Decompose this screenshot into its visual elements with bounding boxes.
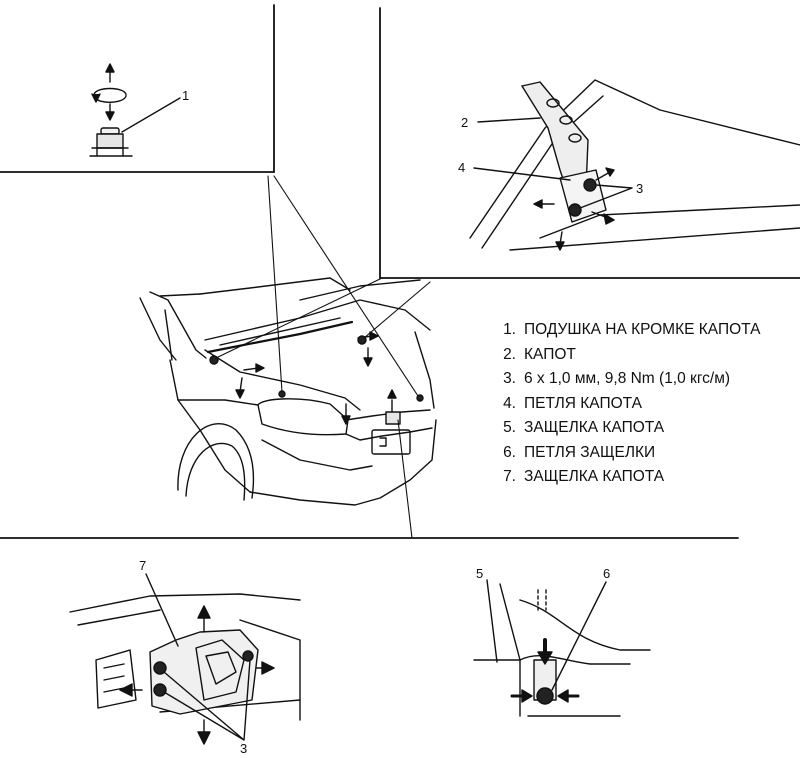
detail-box-cushion	[0, 4, 275, 173]
detail-latch	[69, 573, 301, 745]
callout-6: 6	[603, 566, 610, 581]
callout-5: 5	[476, 566, 483, 581]
callout-2: 2	[461, 115, 468, 130]
legend-text: ПОДУШКА НА КРОМКЕ КАПОТА	[524, 321, 761, 338]
legend-item: 6. ПЕТЛЯ ЗАЩЕЛКИ	[492, 441, 760, 466]
legend-item: 4. ПЕТЛЯ КАПОТА	[492, 392, 760, 417]
legend-number: 6.	[503, 443, 516, 461]
legend-item: 7. ЗАЩЕЛКА КАПОТА	[492, 465, 760, 490]
legend-text: ПЕТЛЯ ЗАЩЕЛКИ	[524, 443, 656, 461]
callout-7: 7	[139, 558, 146, 573]
car-front-view	[139, 277, 437, 506]
legend-item: 3. 6 x 1,0 мм, 9,8 Nm (1,0 кгс/м)	[492, 367, 760, 392]
legend-text: ЗАЩЕЛКА КАПОТА	[524, 419, 665, 436]
detail-striker	[473, 579, 651, 717]
leader-lines	[215, 175, 431, 539]
legend-text: ЗАЩЕЛКА КАПОТА	[524, 468, 665, 485]
legend-number: 3.	[503, 370, 516, 387]
callout-1-top: 1	[182, 88, 189, 103]
legend-number: 7.	[503, 468, 516, 485]
legend-number: 4.	[503, 394, 516, 412]
legend-text: ПЕТЛЯ КАПОТА	[524, 394, 642, 412]
legend-item: 5. ЗАЩЕЛКА КАПОТА	[492, 416, 760, 441]
legend-text: 6 x 1,0 мм, 9,8 Nm (1,0 кгс/м)	[524, 370, 731, 387]
legend-number: 1.	[503, 321, 516, 338]
legend-item: 1. ПОДУШКА НА КРОМКЕ КАПОТА	[492, 318, 760, 343]
legend-text: КАПОТ	[524, 345, 576, 363]
legend-number: 2.	[503, 345, 516, 363]
detail-box-hinge	[379, 7, 800, 279]
callout-4: 4	[458, 160, 465, 175]
legend-number: 5.	[503, 419, 516, 436]
legend-item: 2. КАПОТ	[492, 343, 760, 368]
callout-3-top: 3	[636, 181, 643, 196]
parts-legend: 1. ПОДУШКА НА КРОМКЕ КАПОТА 2. КАПОТ 3. 6 x…	[492, 318, 760, 490]
callout-3-bottom: 3	[240, 741, 247, 756]
